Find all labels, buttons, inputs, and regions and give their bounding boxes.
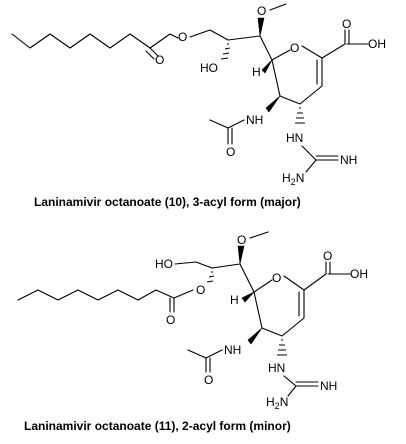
octanoyl-chain: [11, 33, 179, 49]
methyl-bond: [249, 231, 269, 239]
ester-linker: [189, 29, 229, 41]
pyranose-ring: [253, 275, 305, 337]
methoxy-wedge: [237, 245, 245, 265]
octanoyl-chain: [17, 289, 194, 301]
side-chain-bond: [227, 35, 261, 41]
ring-oxygen: O: [272, 271, 281, 285]
methoxy-wedge: [257, 17, 265, 37]
guanidino-hash-wedge: [295, 107, 305, 124]
h-wedge: [241, 291, 255, 303]
pyranose-ring: [271, 45, 323, 105]
amide-nh: NH: [224, 343, 241, 357]
side-chain-bond: [211, 263, 241, 269]
carbonyl-oxygen: O: [166, 313, 175, 327]
ester-hash-wedge: [206, 271, 215, 283]
ester-oxygen: O: [178, 30, 187, 44]
methoxy-oxygen: O: [257, 4, 266, 18]
guanidino-imine: NH: [320, 379, 337, 393]
guanidino-bond: [283, 375, 297, 387]
acetamido-wedge: [265, 95, 281, 113]
acetamido-wedge: [247, 327, 263, 345]
hydroxyl-hash-wedge: [220, 43, 231, 60]
carbonyl-oxygen: O: [155, 53, 164, 67]
structure-11-2-acyl: HO O O O H O O OH NH: [17, 231, 368, 433]
side-chain-to-ring: [259, 35, 273, 61]
hydrogen-label: H: [230, 293, 239, 307]
side-chain-to-ring: [239, 263, 255, 293]
carboxyl-oh: OH: [350, 267, 368, 281]
guanidino-h2n: H2N: [282, 171, 304, 187]
h-wedge: [261, 59, 273, 74]
guanidino-hn: HN: [268, 361, 285, 375]
guanidino-h2n: H2N: [266, 395, 288, 411]
caption-structure-11: Laninamivir octanoate (11), 2-acyl form …: [24, 419, 291, 433]
carboxyl-oxygen: O: [323, 249, 332, 263]
methyl-bond: [269, 3, 287, 11]
guanidino-imine: NH: [340, 153, 357, 167]
hydroxymethyl-bonds: [174, 261, 213, 269]
guanidino-amine-bond: [305, 159, 317, 173]
carboxyl-bond: [303, 273, 327, 291]
ring-oxygen: O: [290, 41, 299, 55]
acetyl-bonds: [187, 349, 223, 359]
carboxyl-oh: OH: [368, 37, 386, 51]
ester-oxygen: O: [196, 283, 205, 297]
carbonyl-bond-a: [149, 47, 159, 57]
structure-10-3-acyl: O O HO O H O O OH NH: [11, 3, 386, 209]
methoxy-oxygen: O: [237, 233, 246, 247]
guanidino-hn: HN: [286, 131, 303, 145]
acetyl-bonds: [209, 119, 245, 129]
hydroxyl-label: HO: [155, 257, 173, 271]
acetyl-oxygen: O: [226, 145, 235, 159]
guanidino-bond: [301, 145, 317, 161]
hydroxyl-label: HO: [200, 61, 218, 75]
carboxyl-oxygen: O: [342, 17, 351, 31]
caption-structure-10: Laninamivir octanoate (10), 3-acyl form …: [34, 195, 301, 209]
amide-nh: NH: [246, 113, 263, 127]
carboxyl-bond: [321, 43, 346, 59]
carbonyl-bond-b: [145, 50, 155, 60]
guanidino-amine-bond: [287, 385, 297, 397]
acetyl-oxygen: O: [204, 373, 213, 387]
hydrogen-label: H: [252, 65, 261, 79]
guanidino-hash-wedge: [277, 339, 287, 356]
